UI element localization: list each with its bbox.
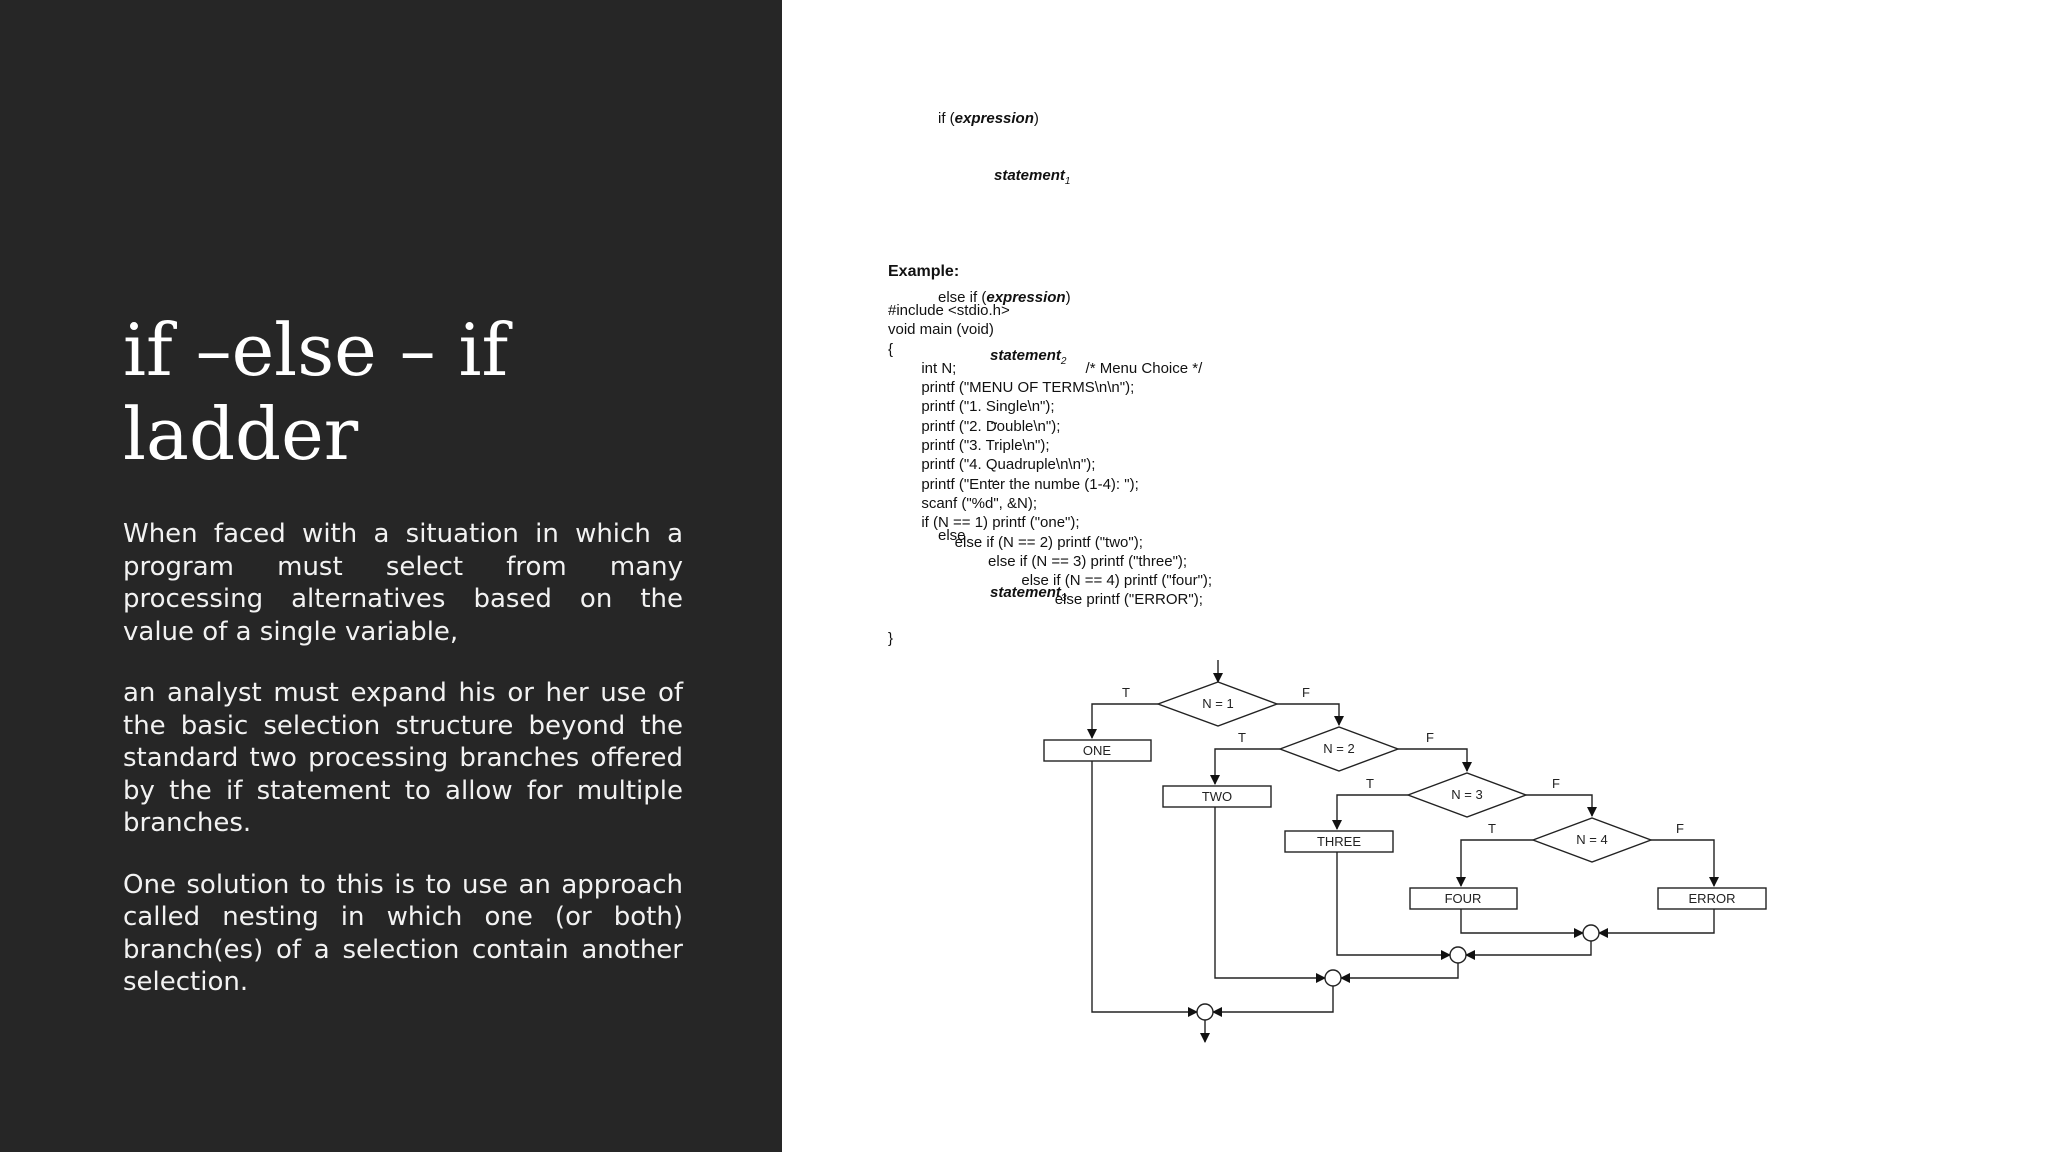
true-label: T (1238, 730, 1246, 745)
slide-body: When faced with a situation in which a p… (123, 518, 683, 1028)
decision-label: N = 4 (1576, 832, 1607, 847)
branch-true-1 (1087, 703, 1158, 739)
false-label: F (1302, 685, 1310, 700)
code-line: printf ("4. Quadruple\n\n"); (888, 456, 1096, 474)
branch-true-3 (1332, 794, 1408, 830)
code-line: printf ("Enter the numbe (1-4): "); (888, 475, 1139, 493)
code-line: printf ("1. Single\n"); (888, 398, 1055, 416)
merge-one (1091, 761, 1198, 1017)
branch-false-4 (1651, 839, 1719, 887)
body-paragraph: One solution to this is to use an approa… (123, 869, 683, 998)
false-label: F (1676, 821, 1684, 836)
true-label: T (1122, 685, 1130, 700)
action-one (1043, 739, 1152, 762)
merge-error (1598, 909, 1715, 938)
action-error (1657, 887, 1767, 910)
merge-4-up (1465, 941, 1592, 960)
syntax-else-line: else (938, 526, 966, 544)
branch-true-2 (1210, 748, 1280, 785)
syntax-block: if (expression) statement1 else if (expr… (938, 70, 1071, 628)
branch-false-3 (1526, 794, 1597, 817)
example-code: #include <stdio.h> void main (void){ int … (888, 301, 1212, 648)
code-line: scanf ("%d", &N); (888, 494, 1038, 512)
connector-circle (1196, 1003, 1214, 1021)
syntax-statement-3: statement3 (990, 584, 1067, 605)
action-label: ONE (1083, 743, 1112, 758)
code-line: if (N == 1) printf ("one"); (888, 514, 1080, 532)
action-label: FOUR (1445, 891, 1482, 906)
code-line: else if (N == 2) printf ("two"); (888, 533, 1143, 551)
code-line: else if (N == 4) printf ("four"); (888, 572, 1213, 590)
decision-label: N = 2 (1323, 741, 1354, 756)
true-label: T (1366, 776, 1374, 791)
example-label: Example: (888, 263, 960, 280)
merge-three (1336, 852, 1451, 960)
syntax-if-line: if (expression) (938, 109, 1039, 127)
action-label: ERROR (1689, 891, 1736, 906)
syntax-dots: .. (990, 468, 999, 486)
connector-circle (1449, 946, 1467, 964)
false-label: F (1426, 730, 1434, 745)
branch-true-4 (1456, 839, 1533, 887)
merge-two (1214, 807, 1326, 983)
connector-circle (1324, 969, 1342, 987)
content-image-panel (782, 0, 2048, 1152)
code-line: printf ("3. Triple\n"); (888, 437, 1050, 455)
merge-four (1460, 909, 1584, 938)
false-label: F (1552, 776, 1560, 791)
code-line: #include <stdio.h> (888, 302, 1010, 319)
code-line: printf ("2. Double\n"); (888, 417, 1061, 435)
merge-2-up (1212, 986, 1334, 1017)
left-panel: if –else – if ladder When faced with a s… (0, 0, 782, 1152)
action-label: THREE (1317, 834, 1361, 849)
code-line: printf ("MENU OF TERMS\n\n"); (888, 379, 1135, 397)
action-three (1284, 830, 1394, 853)
merge-3-up (1340, 963, 1459, 983)
branch-false-2 (1398, 748, 1472, 772)
action-four (1409, 887, 1518, 910)
code-line: else if (N == 3) printf ("three"); (888, 552, 1188, 570)
branch-false-1 (1277, 703, 1344, 726)
code-line: void main (void) (888, 321, 994, 339)
syntax-dots: .. (990, 410, 999, 428)
connector-circle (1582, 924, 1600, 942)
slide-title: if –else – if ladder (123, 308, 509, 476)
body-paragraph: an analyst must expand his or her use of… (123, 678, 683, 838)
code-line: } (888, 630, 894, 648)
code-line: int N; /* Menu Choice */ (888, 359, 1203, 377)
action-label: TWO (1202, 789, 1232, 804)
code-line: else printf ("ERROR"); (888, 591, 1203, 609)
decision-label: N = 1 (1202, 696, 1233, 711)
action-two (1162, 785, 1272, 808)
body-paragraph: When faced with a situation in which a p… (123, 519, 683, 647)
true-label: T (1488, 821, 1496, 836)
syntax-statement-1: statement1 (994, 167, 1071, 188)
decision-label: N = 3 (1451, 787, 1482, 802)
syntax-statement-2: statement2 (990, 346, 1067, 367)
code-line: { (888, 340, 894, 358)
syntax-else-if-line: else if (expression) (938, 288, 1071, 306)
